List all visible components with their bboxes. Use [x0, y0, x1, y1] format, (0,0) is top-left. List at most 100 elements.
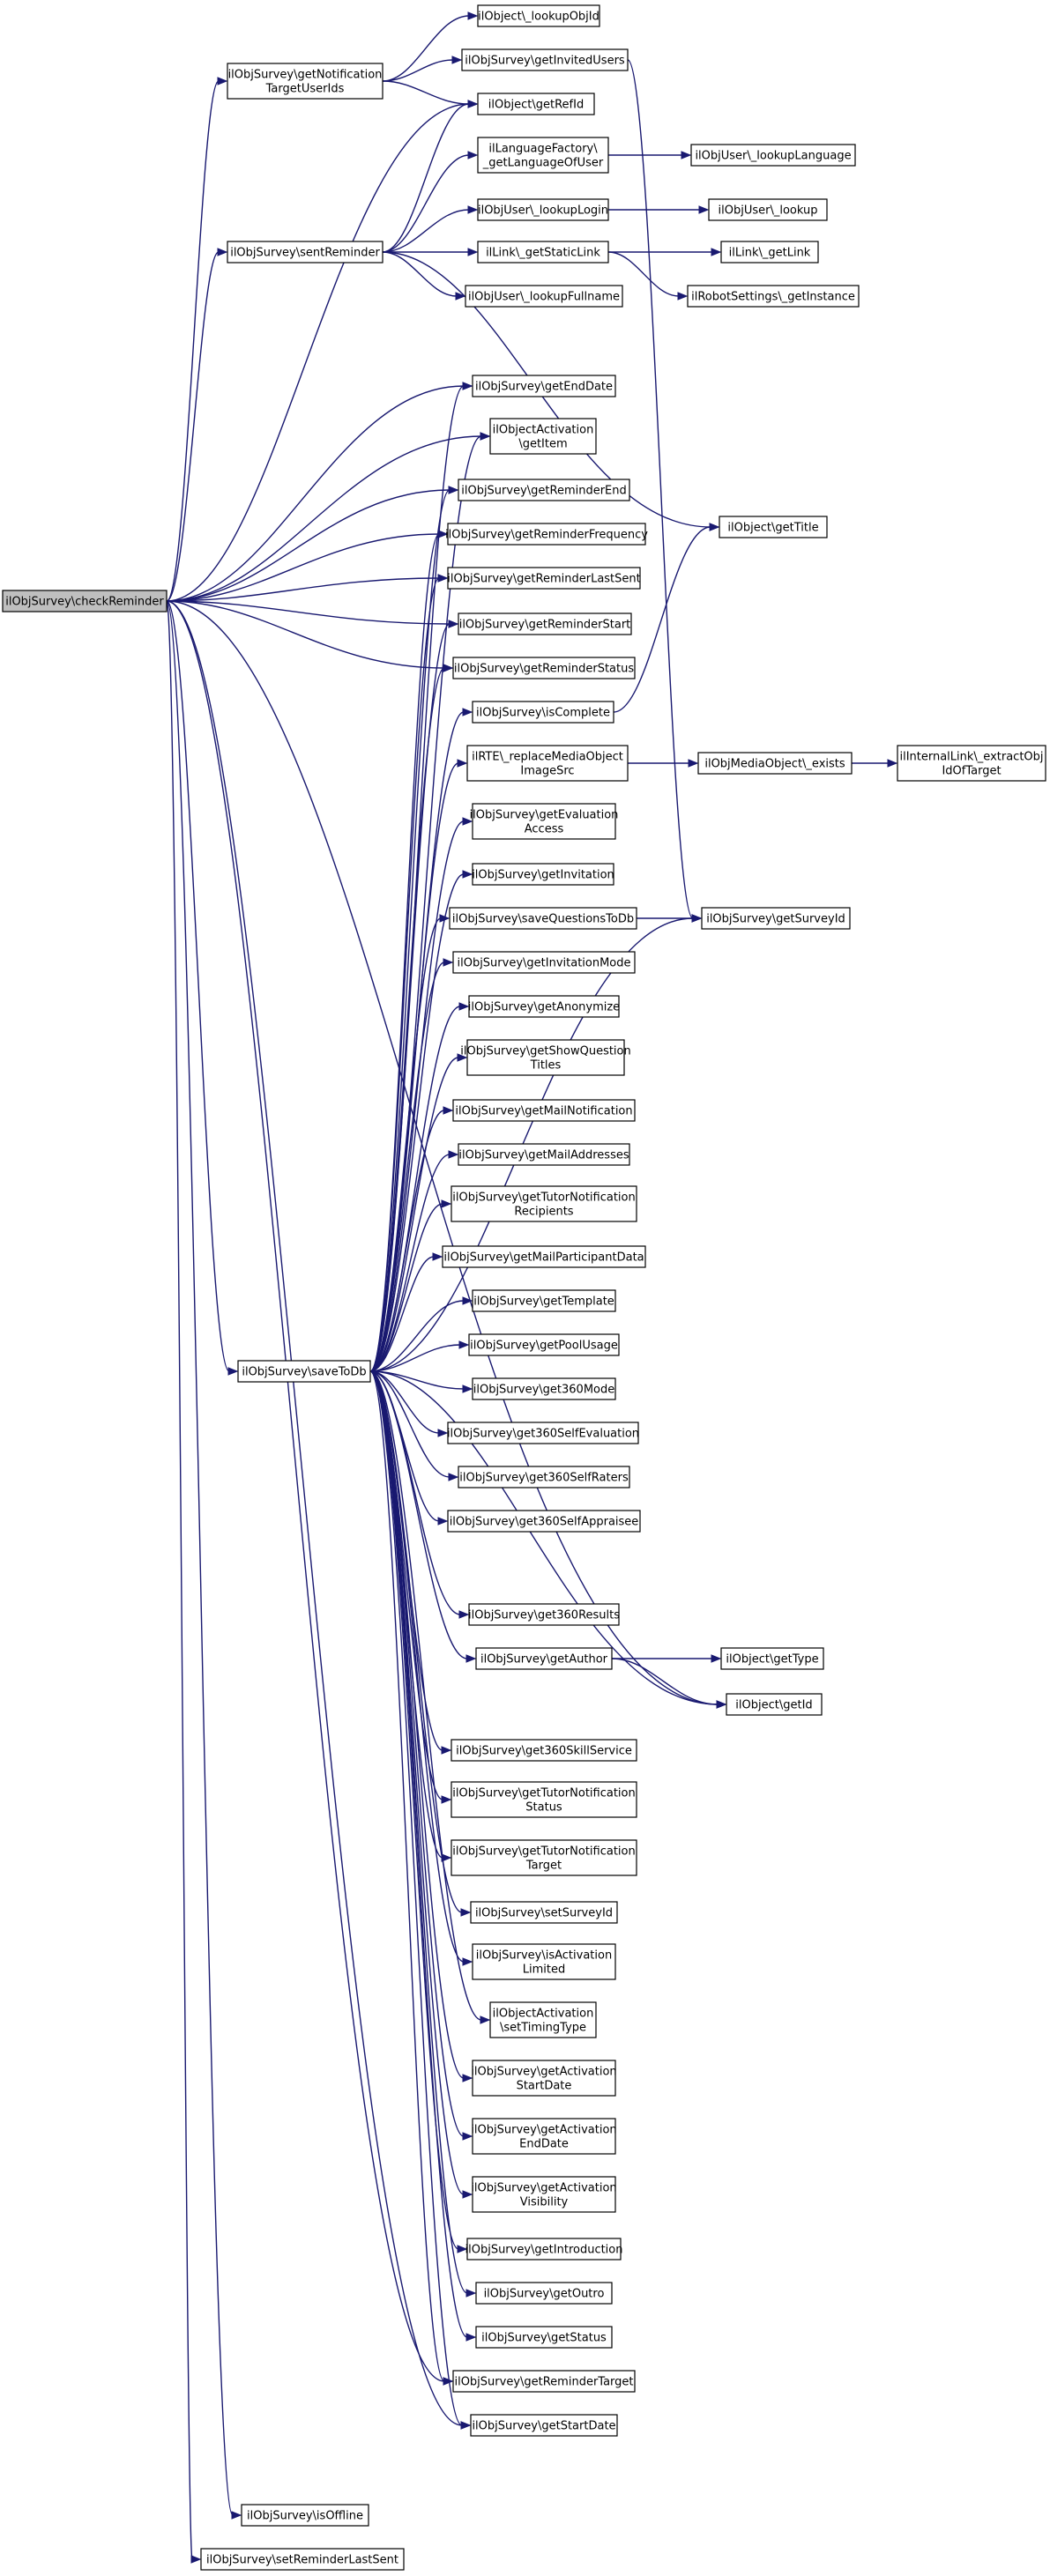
node-get360Mode[interactable]: ilObjSurvey\get360Mode — [472, 1377, 616, 1400]
node-getInvitationMode[interactable]: ilObjSurvey\getInvitationMode — [452, 951, 636, 974]
edge-replaceMediaObjectImageSrc-to-mobExists — [627, 759, 699, 768]
node-get360SkillService[interactable]: ilObjSurvey\get360SkillService — [451, 1739, 637, 1762]
node-getInvitation[interactable]: ilObjSurvey\getInvitation — [472, 863, 614, 886]
node-box — [468, 995, 620, 1018]
node-getReminderEnd[interactable]: ilObjSurvey\getReminderEnd — [458, 479, 630, 501]
edge-arrowhead — [441, 1746, 452, 1755]
node-label: ilObjSurvey\saveToDb — [242, 1366, 366, 1379]
edge-line — [369, 1110, 445, 1372]
node-objActGetItem[interactable]: ilObjectActivation\getItem — [489, 418, 597, 455]
edge-line — [382, 154, 470, 253]
node-checkReminder[interactable]: ilObjSurvey\checkReminder — [2, 590, 168, 612]
edge-saveToDb-to-getReminderStatus — [369, 664, 454, 1372]
node-getStaticLink[interactable]: ilLink\_getStaticLink — [477, 241, 609, 264]
node-box — [451, 1739, 637, 1762]
node-getMailParticipantData[interactable]: ilObjSurvey\getMailParticipantData — [442, 1245, 646, 1268]
node-label: ilObjSurvey\getInvitedUsers — [465, 55, 625, 68]
node-label: ilObjSurvey\getTutorNotification — [452, 1787, 635, 1800]
node-getId[interactable]: ilObject\getId — [726, 1693, 823, 1716]
node-getTitle[interactable]: ilObject\getTitle — [719, 516, 828, 538]
node-box — [701, 907, 851, 930]
node-getReminderTarget[interactable]: ilObjSurvey\getReminderTarget — [452, 2370, 636, 2393]
node-getStartDate[interactable]: ilObjSurvey\getStartDate — [470, 2414, 618, 2437]
node-label: ilObjSurvey\sentReminder — [230, 247, 380, 260]
node-label: TargetUserIds — [265, 83, 345, 96]
node-box — [449, 907, 637, 930]
node-box — [475, 2326, 613, 2349]
node-label: Target — [525, 1860, 562, 1873]
edge-line — [369, 1370, 463, 2426]
edge-saveToDb-to-getReminderTarget — [369, 1370, 454, 2386]
edge-saveToDb-to-getStartDate — [369, 1370, 472, 2430]
node-get360SelfEvaluation[interactable]: ilObjSurvey\get360SelfEvaluation — [447, 1422, 639, 1444]
node-box — [227, 241, 384, 264]
node-getAnonymize[interactable]: ilObjSurvey\getAnonymize — [468, 995, 620, 1018]
node-box — [452, 951, 636, 974]
node-lookupFullname[interactable]: ilObjUser\_lookupFullname — [465, 285, 623, 308]
node-get360Results[interactable]: ilObjSurvey\get360Results — [468, 1603, 620, 1626]
node-getMailNotification[interactable]: ilObjSurvey\getMailNotification — [452, 1099, 636, 1122]
node-mobExists[interactable]: ilObjMediaObject\_exists — [697, 752, 853, 775]
node-getPoolUsage[interactable]: ilObjSurvey\getPoolUsage — [468, 1333, 620, 1356]
node-getStatus[interactable]: ilObjSurvey\getStatus — [475, 2326, 613, 2349]
node-robotGetInstance[interactable]: ilRobotSettings\_getInstance — [687, 285, 860, 308]
node-getRefId[interactable]: ilObject\getRefId — [477, 93, 595, 115]
edge-getInvitedUsers-to-getSurveyId — [627, 59, 703, 923]
node-getLanguageOfUser[interactable]: ilLanguageFactory\_getLanguageOfUser — [477, 137, 609, 174]
node-get360SelfRaters[interactable]: ilObjSurvey\get360SelfRaters — [458, 1466, 630, 1488]
node-saveQuestionsToDb[interactable]: ilObjSurvey\saveQuestionsToDb — [449, 907, 637, 930]
edge-checkReminder-to-getReminderEnd — [166, 486, 459, 602]
node-getEndDate[interactable]: ilObjSurvey\getEndDate — [472, 375, 616, 397]
edge-line — [369, 1370, 468, 1659]
node-getReminderLastSent[interactable]: ilObjSurvey\getReminderLastSent — [447, 567, 641, 590]
edge-arrowhead — [227, 1367, 239, 1376]
node-setTimingType[interactable]: ilObjectActivation\setTimingType — [489, 2001, 597, 2038]
node-lookupObjId[interactable]: ilObject\_lookupObjId — [477, 4, 600, 27]
node-getSurveyId[interactable]: ilObjSurvey\getSurveyId — [701, 907, 851, 930]
node-label: ilObjUser\_lookupLanguage — [695, 150, 851, 163]
node-getTutorNotificationRecipients[interactable]: ilObjSurvey\getTutorNotificationRecipien… — [451, 1185, 637, 1222]
node-get360SelfAppraisee[interactable]: ilObjSurvey\get360SelfAppraisee — [447, 1510, 641, 1533]
edge-saveToDb-to-saveQuestionsToDb — [369, 914, 451, 1372]
node-box — [465, 285, 623, 308]
node-box — [472, 701, 614, 724]
edge-checkReminder-to-getStartDate — [166, 600, 472, 2430]
node-getAuthor[interactable]: ilObjSurvey\getAuthor — [475, 1647, 613, 1670]
node-getLink[interactable]: ilLink\_getLink — [720, 241, 819, 264]
node-lookupLogin[interactable]: ilObjUser\_lookupLogin — [477, 198, 609, 221]
node-lookupLanguage[interactable]: ilObjUser\_lookupLanguage — [690, 144, 856, 167]
node-getType[interactable]: ilObject\getType — [720, 1647, 824, 1670]
node-getReminderFrequency[interactable]: ilObjSurvey\getReminderFrequency — [445, 523, 648, 546]
node-getOutro[interactable]: ilObjSurvey\getOutro — [475, 2282, 613, 2305]
edge-arrowhead — [467, 248, 479, 256]
node-sentReminder[interactable]: ilObjSurvey\sentReminder — [227, 241, 384, 264]
node-getReminderStatus[interactable]: ilObjSurvey\getReminderStatus — [452, 657, 636, 679]
node-getTemplate[interactable]: ilObjSurvey\getTemplate — [472, 1289, 616, 1312]
node-lookup[interactable]: ilObjUser\_lookup — [708, 198, 828, 221]
node-getIntroduction[interactable]: ilObjSurvey\getIntroduction — [465, 2238, 623, 2260]
edge-saveToDb-to-getPoolUsage — [369, 1340, 470, 1372]
node-getReminderStart[interactable]: ilObjSurvey\getReminderStart — [458, 612, 632, 635]
node-saveToDb[interactable]: ilObjSurvey\saveToDb — [237, 1360, 371, 1383]
node-setSurveyId[interactable]: ilObjSurvey\setSurveyId — [470, 1901, 618, 1924]
node-getMailAddresses[interactable]: ilObjSurvey\getMailAddresses — [458, 1143, 630, 1166]
node-getInvitedUsers[interactable]: ilObjSurvey\getInvitedUsers — [461, 48, 629, 71]
edge-saveToDb-to-isActivationLimited — [369, 1370, 473, 1966]
node-box — [468, 1333, 620, 1356]
node-isOffline[interactable]: ilObjSurvey\isOffline — [241, 2504, 369, 2527]
node-label: ilObjSurvey\get360SelfEvaluation — [447, 1428, 639, 1441]
node-isComplete[interactable]: ilObjSurvey\isComplete — [472, 701, 614, 724]
node-label: ilObjSurvey\getShowQuestion — [460, 1045, 631, 1058]
node-setReminderLastSent[interactable]: ilObjSurvey\setReminderLastSent — [200, 2548, 405, 2571]
